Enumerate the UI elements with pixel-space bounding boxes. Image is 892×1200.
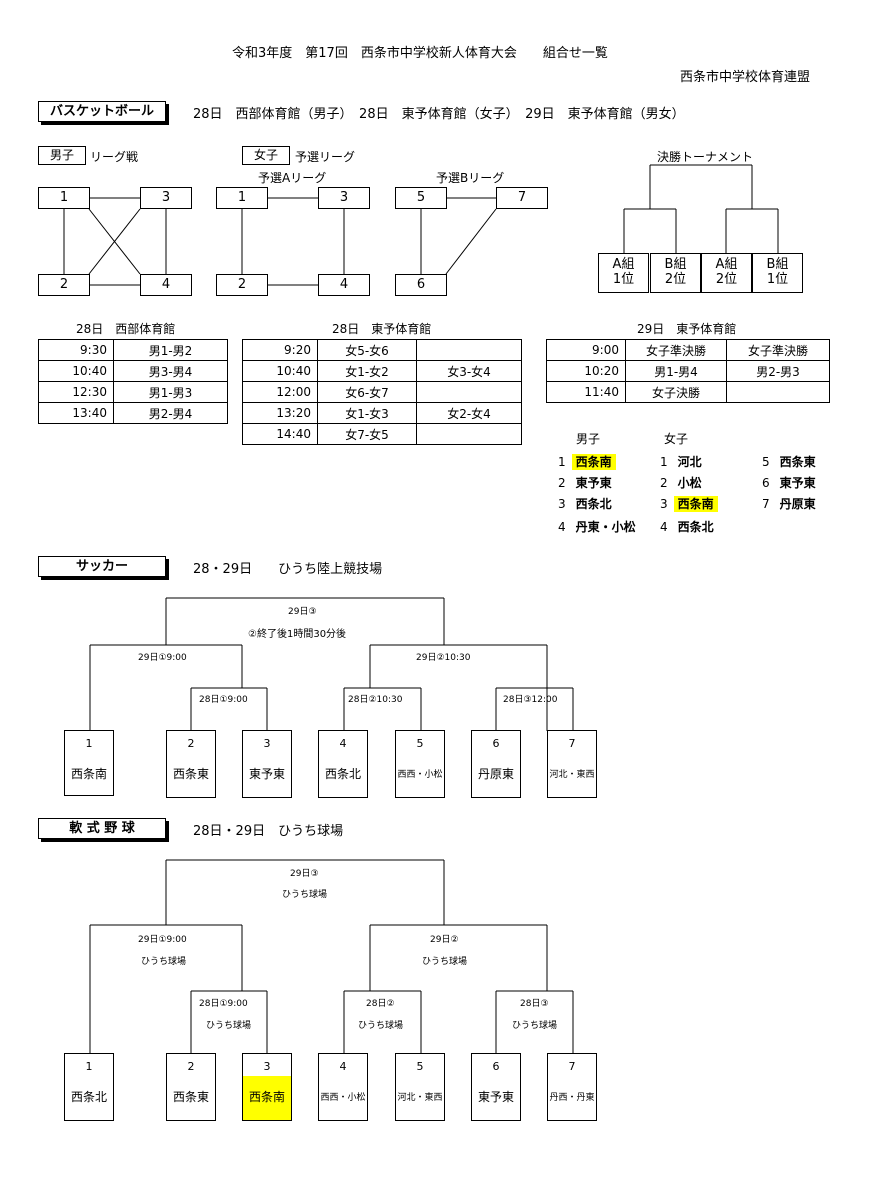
soccer-final-label: 29日③ [288, 607, 317, 617]
schedule-1-title: 28日 西部体育館 [76, 322, 176, 336]
league-a-node-3: 3 [318, 187, 370, 209]
section-label-basketball: バスケットボール [38, 101, 166, 122]
baseball-semi-2-venue: ひうち球場 [422, 957, 468, 967]
highlight-fill [243, 1076, 291, 1120]
schedule-2-title: 28日 東予体育館 [332, 322, 432, 336]
boys-label-box: 男子 [38, 146, 86, 165]
league-a-node-1: 1 [216, 187, 268, 209]
section-label-baseball: 軟 式 野 球 [38, 818, 166, 839]
baseball-semi-2-label: 29日② [430, 935, 459, 945]
baseball-venue: 28日・29日 ひうち球場 [193, 824, 344, 839]
league-b-node-5: 5 [395, 187, 447, 209]
soccer-semi-1-label: 29日①9:00 [138, 653, 187, 663]
league-a-node-2: 2 [216, 274, 268, 296]
girls-label-box: 女子 [242, 146, 290, 165]
document-title: 令和3年度 第17回 西条市中学校新人体育大会 組合せ一覧 [232, 46, 608, 61]
boys-node-3: 3 [140, 187, 192, 209]
soccer-venue: 28・29日 ひうち陸上競技場 [193, 562, 383, 577]
baseball-q2-venue: ひうち球場 [358, 1021, 404, 1031]
baseball-final-label: 29日③ [290, 869, 319, 879]
soccer-q3-label: 28日③12:00 [503, 695, 558, 705]
boys-league-label: リーグ戦 [90, 150, 139, 164]
league-b-label: 予選Bリーグ [436, 171, 505, 185]
baseball-semi-1-venue: ひうち球場 [141, 957, 187, 967]
section-label-soccer: サッカー [38, 556, 166, 577]
baseball-q1-label: 28日①9:00 [199, 999, 248, 1009]
roster-girls-label: 女子 [664, 432, 689, 446]
league-a-node-4: 4 [318, 274, 370, 296]
baseball-final-venue: ひうち球場 [282, 890, 328, 900]
baseball-semi-1-label: 29日①9:00 [138, 935, 187, 945]
schedule-3-title: 29日 東予体育館 [637, 322, 737, 336]
league-b-node-7: 7 [496, 187, 548, 209]
soccer-q2-label: 28日②10:30 [348, 695, 403, 705]
soccer-semi-2-label: 29日②10:30 [416, 653, 471, 663]
soccer-q1-label: 28日①9:00 [199, 695, 248, 705]
league-b-node-6: 6 [395, 274, 447, 296]
boys-node-2: 2 [38, 274, 90, 296]
final-tournament-title: 決勝トーナメント [657, 150, 754, 164]
boys-node-4: 4 [140, 274, 192, 296]
baseball-q3-label: 28日③ [520, 999, 549, 1009]
organization-name: 西条市中学校体育連盟 [680, 70, 811, 85]
roster-boys-label: 男子 [576, 432, 601, 446]
soccer-final-note: ②終了後1時間30分後 [248, 629, 347, 640]
basketball-venues: 28日 西部体育館（男子） 28日 東予体育館（女子） 29日 東予体育館（男女… [193, 107, 685, 122]
baseball-q3-venue: ひうち球場 [512, 1021, 558, 1031]
baseball-q2-label: 28日② [366, 999, 395, 1009]
girls-prelim-label: 予選リーグ [295, 150, 356, 164]
boys-node-1: 1 [38, 187, 90, 209]
baseball-q1-venue: ひうち球場 [206, 1021, 252, 1031]
league-a-label: 予選Aリーグ [258, 171, 327, 185]
